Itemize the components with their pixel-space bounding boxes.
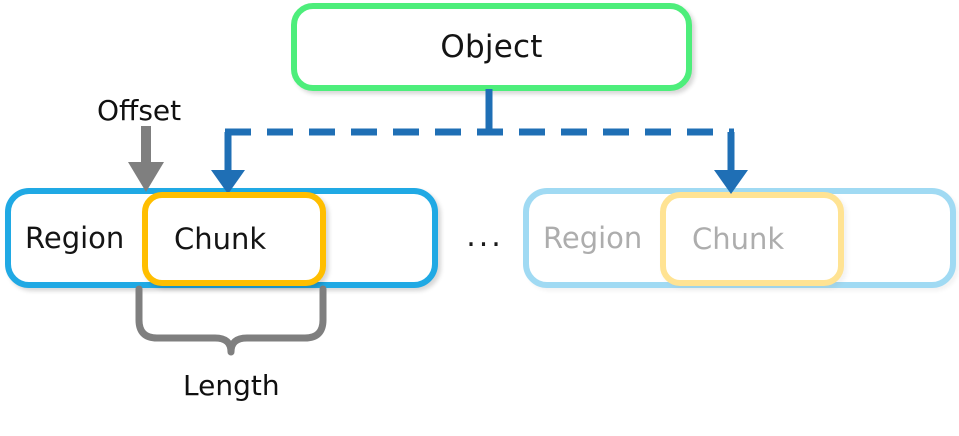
chunk-label-primary: Chunk xyxy=(174,222,267,256)
length-label: Length xyxy=(183,369,280,402)
chunk-label-secondary: Chunk xyxy=(692,222,785,256)
region-box-secondary[interactable]: Region xyxy=(523,188,956,288)
offset-arrow-icon xyxy=(128,126,164,192)
chunk-box-secondary[interactable]: Chunk xyxy=(660,192,844,286)
offset-label: Offset xyxy=(97,94,182,127)
length-brace-icon xyxy=(135,285,327,356)
chunk-box-primary[interactable]: Chunk xyxy=(142,192,326,286)
object-box[interactable]: Object xyxy=(291,3,692,91)
region-label-secondary: Region xyxy=(543,221,643,255)
object-label: Object xyxy=(440,29,543,65)
region-label-primary: Region xyxy=(25,221,125,255)
ellipsis-separator: ... xyxy=(466,219,504,254)
